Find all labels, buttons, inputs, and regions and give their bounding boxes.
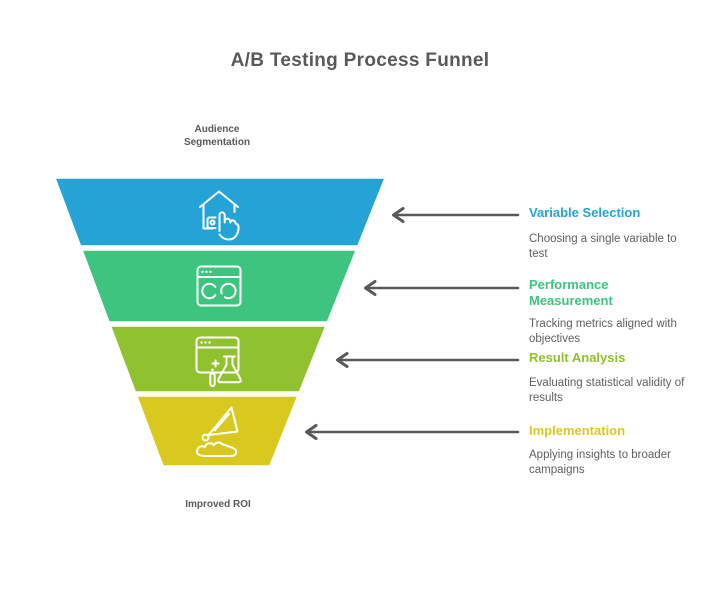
arrow-performance-measurement — [364, 280, 520, 296]
step-title-performance-measurement: Performance Measurement — [529, 277, 613, 308]
funnel-top-label: Audience Segmentation — [183, 124, 251, 148]
house-select-icon — [199, 190, 240, 241]
megaphone-hand-icon — [196, 406, 239, 457]
arrow-implementation — [305, 424, 520, 440]
step-title-implementation: Implementation — [529, 423, 626, 438]
funnel-segment-performance-measurement — [80, 249, 358, 323]
arrow-result-analysis — [336, 352, 520, 368]
page-title: A/B Testing Process Funnel — [230, 50, 490, 71]
ab-compare-window-icon — [196, 265, 242, 307]
step-description-implementation: Applying insights to broader campaigns — [529, 449, 671, 476]
funnel-segment-implementation — [135, 395, 299, 467]
step-title-result-analysis: Result Analysis — [529, 350, 626, 365]
step-description-result-analysis: Evaluating statistical validity of resul… — [529, 377, 685, 404]
step-description-performance-measurement: Tracking metrics aligned with objectives — [529, 318, 677, 345]
arrow-variable-selection — [392, 207, 520, 223]
step-description-variable-selection: Choosing a single variable to test — [529, 233, 677, 260]
funnel-segment-result-analysis — [109, 325, 327, 393]
step-arrows — [305, 207, 520, 440]
experiment-flask-window-icon — [195, 336, 242, 387]
funnel-bottom-label: Improved ROI — [185, 499, 251, 510]
step-title-variable-selection: Variable Selection — [529, 205, 641, 220]
